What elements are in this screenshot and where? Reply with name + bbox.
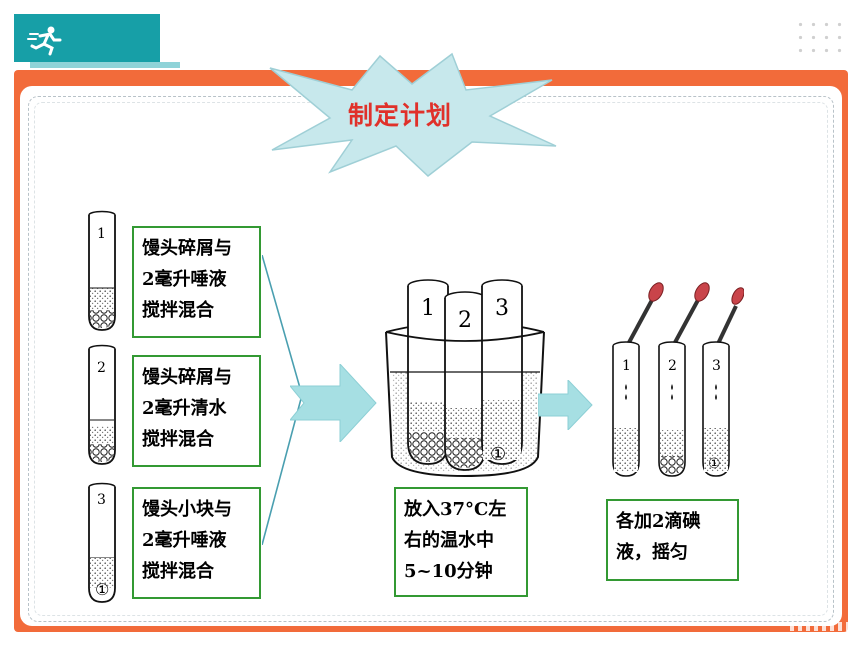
incubate-line-3: 5~10分钟 (404, 561, 493, 582)
iodine-line-1: 各加2滴碘 (616, 511, 701, 532)
dropper-3 (714, 287, 744, 349)
right-tube-3 (702, 341, 730, 477)
water-bath-beaker (385, 279, 545, 478)
beaker-tube-3 (481, 279, 523, 465)
header-bar-light (30, 62, 180, 68)
tube2-line-3: 搅拌混合 (142, 429, 214, 450)
flow-arrow-2 (538, 380, 593, 430)
dropper-1 (624, 282, 664, 349)
tube-2-illustration (88, 344, 116, 465)
tube3-line-2: 2毫升唾液 (142, 530, 227, 551)
tube-1-illustration (88, 210, 116, 331)
right-tube-1 (612, 341, 640, 477)
tube-3-number: 3 (97, 492, 106, 508)
step-box-tube2: 馒头碎屑与 2毫升清水 搅拌混合 (132, 355, 261, 467)
step-box-tube3: 馒头小块与 2毫升唾液 搅拌混合 (132, 487, 261, 599)
step-box-incubate: 放入37°C左 右的温水中 5~10分钟 (394, 487, 528, 597)
tube-2-number: 2 (97, 360, 106, 376)
decor-dots (794, 18, 846, 58)
tube3-line-1: 馒头小块与 (142, 499, 232, 520)
tube3-line-3: 搅拌混合 (142, 561, 214, 582)
tube-3-illustration (88, 482, 116, 603)
right-tube-3-bottom-mark: ① (708, 456, 721, 472)
step-box-iodine: 各加2滴碘 液，摇匀 (606, 499, 739, 581)
header-bar (14, 14, 160, 62)
tube1-line-3: 搅拌混合 (142, 300, 214, 321)
right-tube-3-number: 3 (712, 358, 721, 374)
step-box-tube1: 馒头碎屑与 2毫升唾液 搅拌混合 (132, 226, 261, 338)
iodine-line-2: 液，摇匀 (616, 542, 688, 563)
tube2-line-1: 馒头碎屑与 (142, 367, 232, 388)
tube1-line-2: 2毫升唾液 (142, 269, 227, 290)
right-tube-2 (658, 341, 686, 477)
dropper-2 (670, 282, 710, 349)
tube-1-number: 1 (97, 226, 106, 242)
flow-arrow-1 (290, 364, 377, 442)
iodine-tubes-illustration (612, 282, 744, 477)
decor-stripes (790, 622, 850, 631)
right-tube-1-number: 1 (622, 358, 631, 374)
tube1-line-1: 馒头碎屑与 (142, 238, 232, 259)
beaker-tube-1-number: 1 (421, 296, 435, 321)
right-tube-2-number: 2 (668, 358, 677, 374)
running-person-icon (27, 26, 62, 56)
title-starburst (269, 52, 557, 177)
beaker-tube-3-number: 3 (495, 296, 509, 321)
incubate-line-1: 放入37°C左 (404, 499, 507, 520)
tube2-line-2: 2毫升清水 (142, 398, 227, 419)
incubate-line-2: 右的温水中 (404, 530, 494, 551)
beaker-tube-2-number: 2 (458, 308, 472, 333)
beaker-tube-3-bottom-mark: ① (490, 444, 507, 465)
slide-title: 制定计划 (347, 101, 452, 130)
tube-3-bottom-mark: ① (95, 580, 110, 599)
